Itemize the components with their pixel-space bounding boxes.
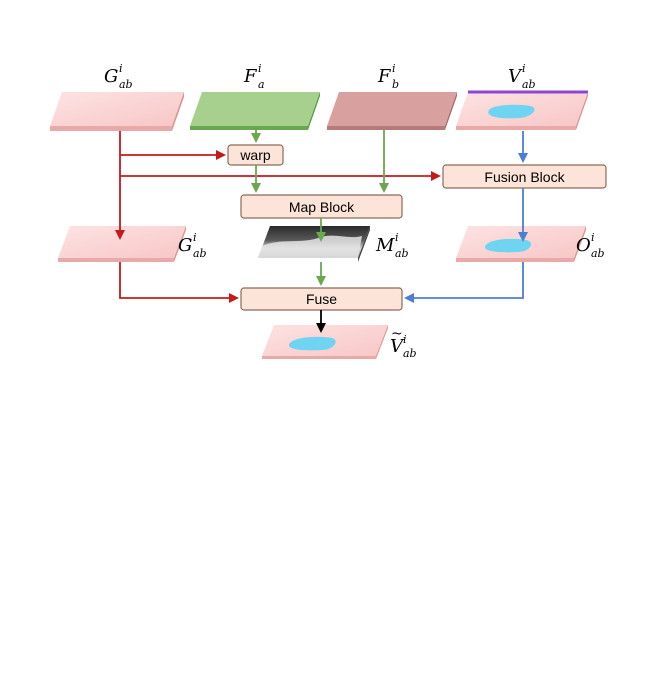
green-arrows	[251, 130, 389, 286]
plane-g-mid	[58, 226, 186, 262]
label-m-mid: M i ab	[375, 231, 409, 260]
svg-text:i: i	[591, 231, 595, 244]
svg-text:i: i	[403, 333, 407, 346]
plane-f-b	[327, 92, 457, 130]
plane-g-top	[50, 92, 184, 131]
label-f-b: F i b	[377, 62, 399, 91]
svg-text:M: M	[375, 235, 395, 256]
svg-text:warp: warp	[239, 147, 271, 163]
svg-text:Map Block: Map Block	[289, 199, 355, 215]
plane-v-out	[262, 325, 388, 359]
svg-text:Fusion Block: Fusion Block	[484, 169, 565, 185]
svg-text:i: i	[119, 62, 123, 75]
label-g-mid: G i ab	[178, 231, 207, 260]
plane-f-a	[190, 92, 320, 130]
svg-text:i: i	[522, 62, 526, 75]
svg-text:F: F	[377, 66, 392, 87]
svg-text:~: ~	[391, 326, 403, 342]
svg-text:G: G	[104, 66, 118, 87]
svg-text:O: O	[576, 235, 591, 256]
svg-text:a: a	[258, 78, 265, 91]
plane-m-mid	[258, 226, 370, 262]
red-arrows	[115, 131, 441, 303]
svg-text:i: i	[193, 231, 197, 244]
svg-text:G: G	[178, 235, 192, 256]
svg-text:i: i	[395, 231, 399, 244]
plane-v-top	[456, 90, 588, 130]
blue-arrows	[404, 131, 528, 303]
svg-text:b: b	[392, 78, 399, 91]
svg-text:Fuse: Fuse	[306, 291, 337, 307]
svg-text:F: F	[243, 66, 258, 87]
map-block: Map Block	[240, 194, 403, 219]
label-g-top: G i ab	[104, 62, 133, 91]
water-blob-icon	[484, 238, 532, 253]
water-blob-icon	[288, 336, 336, 351]
svg-text:ab: ab	[522, 78, 536, 91]
svg-text:ab: ab	[119, 78, 133, 91]
svg-text:V: V	[390, 336, 405, 357]
label-o-mid: O i ab	[576, 231, 605, 260]
fuse-block: Fuse	[240, 287, 403, 311]
arrow-o-to-fuse	[404, 262, 524, 303]
svg-text:ab: ab	[403, 347, 417, 360]
label-v-out: V ~ i ab	[390, 326, 417, 360]
svg-text:i: i	[392, 62, 396, 75]
svg-text:ab: ab	[193, 247, 207, 260]
svg-text:V: V	[508, 66, 523, 87]
fusion-block: Fusion Block	[442, 164, 607, 189]
label-v-top: V i ab	[508, 62, 536, 91]
arrow-g-mid-to-fuse	[119, 262, 239, 303]
svg-text:ab: ab	[395, 247, 409, 260]
label-f-a: F i a	[243, 62, 265, 91]
plane-o-mid	[456, 226, 586, 262]
svg-text:ab: ab	[591, 247, 605, 260]
warp-block: warp	[227, 144, 284, 166]
water-blob-icon	[488, 104, 535, 119]
svg-text:i: i	[258, 62, 262, 75]
